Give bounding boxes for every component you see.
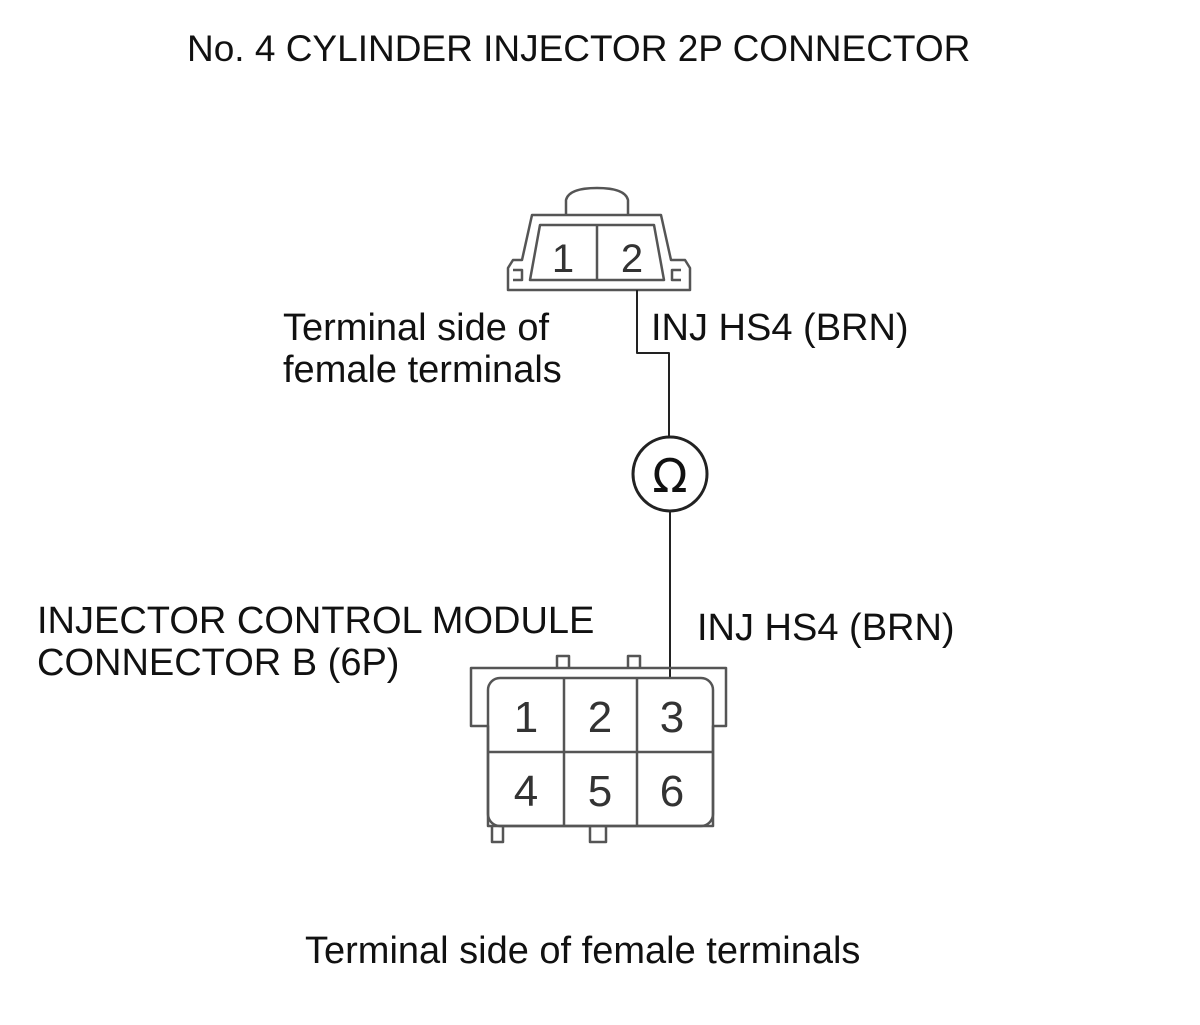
icm-wire-label: INJ HS4 (BRN) (697, 607, 955, 649)
ohm-symbol: Ω (652, 449, 687, 503)
icm-pin-2: 2 (588, 693, 612, 742)
injector-connector-latch (564, 186, 630, 215)
injector-connector-right-tab (670, 268, 681, 282)
injector-wire (636, 290, 670, 438)
injector-pin-2: 2 (621, 237, 643, 281)
icm-connector-bottom-peg-left (490, 826, 505, 844)
injector-connector-body (506, 213, 692, 292)
icm-connector-top-tab-right (626, 654, 642, 668)
injector-terminal-side-note: Terminal side of female terminals (283, 307, 562, 391)
diagram-title: No. 4 CYLINDER INJECTOR 2P CONNECTOR (187, 28, 971, 69)
icm-connector-title: INJECTOR CONTROL MODULE CONNECTOR B (6P) (37, 600, 594, 684)
icm-pin-3: 3 (660, 693, 684, 742)
injector-terminal-note-line1: Terminal side of (283, 307, 550, 349)
icm-connector-top-tab-left (555, 654, 571, 668)
injector-terminal-note-line2: female terminals (283, 349, 562, 391)
icm-pin-5: 5 (588, 767, 612, 816)
icm-connector-title-line1: INJECTOR CONTROL MODULE (37, 600, 595, 642)
icm-6p-connector (469, 654, 728, 844)
injector-pin-1: 1 (552, 237, 574, 281)
icm-pin-6: 6 (660, 767, 684, 816)
icm-connector-bottom-peg-center (588, 826, 608, 844)
injector-2p-connector (506, 186, 692, 292)
injector-connector-cavity (528, 223, 666, 282)
icm-pin-1: 1 (514, 693, 538, 742)
icm-connector-title-line2: CONNECTOR B (6P) (37, 642, 400, 684)
icm-pin-4: 4 (514, 767, 538, 816)
injector-wire-label: INJ HS4 (BRN) (651, 307, 909, 349)
injector-connector-left-tab (513, 268, 524, 282)
icm-terminal-side-note: Terminal side of female terminals (305, 930, 861, 972)
